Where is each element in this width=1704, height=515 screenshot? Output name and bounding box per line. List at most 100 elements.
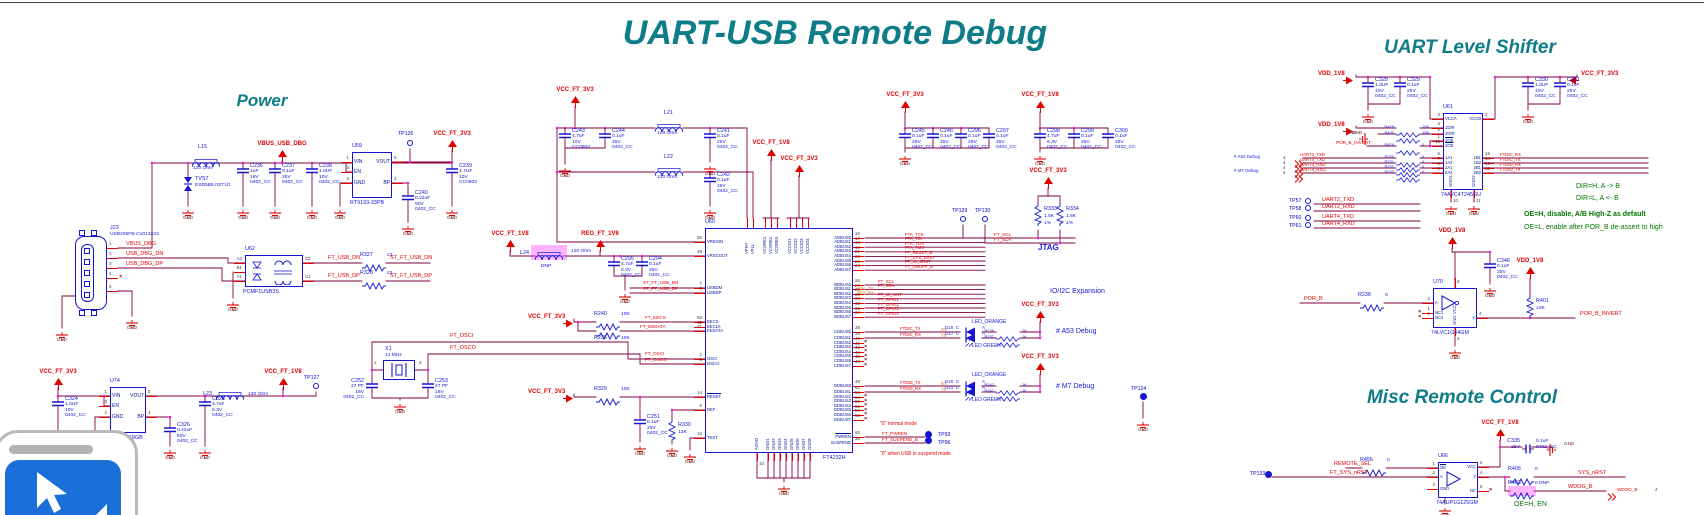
pin-name: GND3 [777, 438, 782, 450]
capacitor-C236 [237, 163, 249, 184]
net-label: FT_IC_SRST [905, 259, 931, 265]
cap-pkg: 0402_CC [1567, 94, 1588, 99]
pin-number: 46 [855, 359, 860, 364]
pin-stub [853, 385, 864, 387]
cap-pkg: CC0603 [572, 145, 590, 150]
pin-number: 8 [699, 286, 702, 291]
cap-value: 0.1uF [940, 134, 953, 139]
pin-stub [1483, 118, 1494, 120]
usb-shell-pin [79, 230, 85, 236]
cursor-button[interactable] [5, 460, 121, 515]
net-label: FT_SDA [994, 237, 1012, 242]
capacitor-C243 [559, 128, 571, 149]
net-label: FT_USB_DN [328, 255, 361, 261]
dnp-highlight [1508, 486, 1536, 496]
res-value: 22 [387, 253, 393, 258]
pin-stub [803, 453, 805, 461]
led-cathode-label: C [956, 385, 960, 390]
pin-name: ADBUS4 [834, 253, 851, 258]
net-label: FT_ONOFF_B [905, 263, 933, 269]
cap-volt: 16V [250, 174, 259, 180]
gnd-label: GND [559, 173, 571, 178]
pin-name: VCCA [1445, 115, 1457, 121]
cap-value: 4.7uF [1047, 134, 1060, 139]
gnd-symbol-icon [702, 162, 718, 180]
gnd-symbol-icon [1520, 110, 1536, 128]
pin-name: EN [112, 402, 119, 409]
offsheet-sheet-number: 4 [1655, 487, 1658, 492]
pin-stub [770, 218, 772, 228]
pin-name: VCCIO2 [793, 238, 798, 254]
cap-pkg: 0402_CC [1081, 145, 1102, 150]
pin-number: 3 [1432, 482, 1435, 487]
crystal-x1 [383, 360, 415, 380]
power-flag: VCC_FT_1V8 [491, 231, 529, 237]
connector-part: USB205FB-C1013223 [110, 232, 159, 237]
cap-ref: C239 [459, 162, 472, 169]
gnd-symbol-icon [557, 164, 573, 182]
gnd-symbol-icon [1466, 202, 1482, 220]
led-d21-icon [962, 387, 980, 406]
pin-name: DDBUS5 [834, 407, 851, 413]
pin-name: NC [1469, 487, 1476, 493]
gnd-label: GND [306, 215, 318, 220]
pin-name: RESET [707, 393, 721, 399]
res-value: 12K [678, 430, 687, 435]
net-label: FT_SYS_SRST [905, 254, 936, 260]
gnd-label: GND [1034, 161, 1046, 166]
pin-stub [1432, 167, 1443, 169]
net-label: UART2_RXD [1322, 204, 1355, 210]
cursor-panel-handle[interactable] [9, 445, 93, 454]
cap-pkg: 0402_CC [968, 145, 989, 150]
power-arrow-icon [278, 377, 288, 395]
pin-name: BDBUS7 [834, 313, 851, 319]
power-arrow-icon [1035, 100, 1045, 118]
pin-stub [1478, 466, 1489, 468]
no-connect-x: × [1418, 309, 1422, 315]
cap-pkg: 0402_CC [649, 273, 670, 278]
res-ref: R327 [360, 252, 373, 258]
resistor-R232 [1396, 165, 1420, 183]
cap-ref: C252 [351, 377, 364, 384]
no-connect-x: × [1418, 314, 1422, 320]
led-ref: D17 [945, 331, 954, 336]
capacitor-C253 [422, 378, 434, 399]
gnd-symbol-icon [235, 206, 251, 224]
cap-pkg: 0402_CC [612, 145, 633, 150]
power-arrow-icon [447, 139, 457, 157]
testpoint-label: TP126 [398, 131, 414, 137]
cap-value: 0.1uF [996, 134, 1009, 139]
cap-ref: C331 [1567, 76, 1580, 83]
pin-number: 1 [1437, 134, 1440, 139]
gnd-symbol-icon [1447, 346, 1463, 364]
cap-value: 0.1uF [1536, 439, 1549, 444]
pin-number: 40 [855, 336, 860, 341]
net-label: POR_B_INVERT [1580, 311, 1622, 317]
power-flag: REG_FT_1V8 [581, 231, 619, 237]
pin-stub [234, 280, 245, 282]
pin-name: VCC [1467, 463, 1476, 469]
net-label: ST_FT_USB_DP [643, 285, 678, 291]
res-value: 0 [1422, 163, 1425, 169]
pin-stub [694, 330, 705, 332]
pin-name: GND2 [771, 438, 776, 450]
pin-number: 56 [855, 403, 860, 409]
pin-number: 3 [346, 165, 349, 170]
pin-name: GND1 [1448, 175, 1453, 187]
gnd-symbol-icon [400, 222, 416, 240]
res-ref: R231 [1384, 158, 1394, 164]
gnd-label: GND [1449, 355, 1461, 360]
testpoint-tp124 [1140, 393, 1147, 400]
pin-name: GND5 [789, 438, 794, 450]
pin-stub [853, 331, 864, 333]
inductor-L22 [654, 164, 684, 182]
capacitor-C297 [983, 128, 995, 149]
pin-number: 16 [1435, 139, 1440, 144]
pin-name: DDBUS0 [834, 382, 851, 388]
cap-ref: C246 [940, 127, 953, 134]
cap-ref: C244 [612, 127, 625, 134]
pin-number: 24 [855, 263, 860, 269]
power-arrow-icon [900, 100, 910, 118]
gnd-symbol-icon [197, 446, 213, 464]
capacitor-C244 [599, 128, 611, 149]
